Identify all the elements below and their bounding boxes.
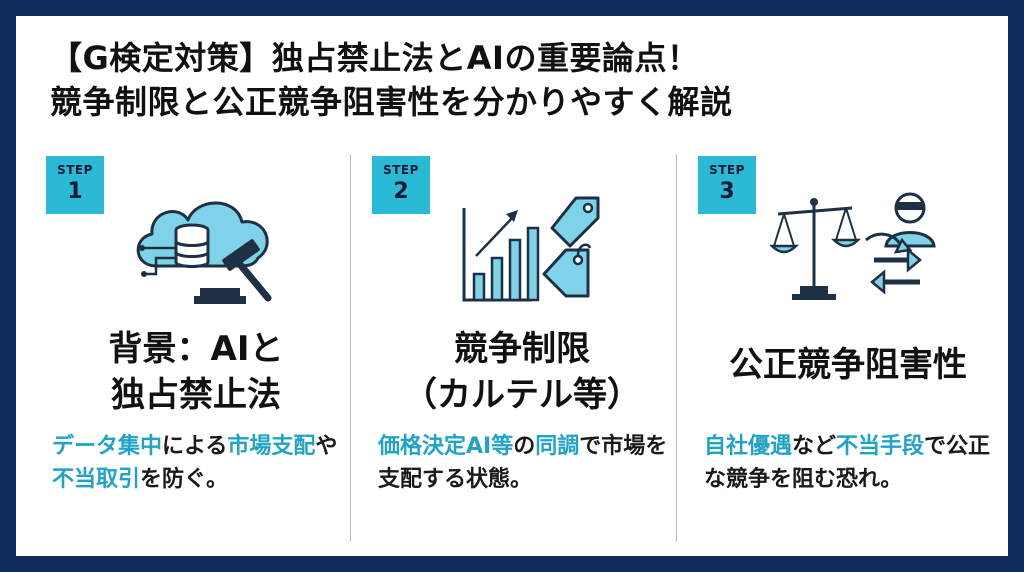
scales-arrows-masked-person-icon xyxy=(770,192,936,300)
desc-text: を防ぐ。 xyxy=(140,467,229,492)
step-3-column: STEP 3 公正競争阻害性 xyxy=(698,156,998,546)
desc-highlight: データ集中 xyxy=(52,434,163,459)
desc-highlight: 市場支配 xyxy=(227,434,316,459)
step-1-column: STEP 1 背景：AIと 独占禁止法 データ集中による市場支配や不当取引を防ぐ… xyxy=(46,156,346,546)
bar-chart-price-tags-icon xyxy=(462,196,600,302)
desc-highlight: 不当手段 xyxy=(836,434,925,459)
step-3-description: 自社優遇など不当手段で公正な競争を阻む恐れ。 xyxy=(704,430,994,496)
heading-line-1: 公正競争阻害性 xyxy=(729,345,967,385)
cloud-database-gavel-icon xyxy=(136,201,272,304)
step-1-heading: 背景：AIと 独占禁止法 xyxy=(46,326,346,418)
desc-highlight: 自社優遇 xyxy=(704,434,793,459)
desc-text: など xyxy=(792,434,837,459)
heading-line-2: （カルテル等） xyxy=(403,375,641,415)
heading-line-1: 競争制限 xyxy=(454,329,590,369)
title-line-2: 競争制限と公正競争阻害性を分かりやすく解説 xyxy=(50,83,733,121)
desc-text: の xyxy=(513,434,536,459)
desc-text: や xyxy=(315,434,338,459)
page-title: 【G検定対策】独占禁止法とAIの重要論点！ 競争制限と公正競争阻害性を分かりやす… xyxy=(50,36,733,124)
step-label: STEP xyxy=(57,163,93,177)
step-number: 2 xyxy=(393,179,409,204)
desc-highlight: 不当取引 xyxy=(52,467,141,492)
desc-highlight: 価格決定AI等 xyxy=(378,434,514,459)
step-1-badge: STEP 1 xyxy=(46,156,104,214)
desc-text: で公正な競争を阻む恐れ。 xyxy=(704,434,991,492)
column-divider xyxy=(350,154,351,542)
infographic-card: 【G検定対策】独占禁止法とAIの重要論点！ 競争制限と公正競争阻害性を分かりやす… xyxy=(16,16,1008,556)
step-number: 3 xyxy=(719,179,735,204)
desc-text: による xyxy=(162,434,228,459)
step-label: STEP xyxy=(709,163,745,177)
step-2-column: STEP 2 競争制限 （カルテル等） 価格決定AI等の同調で市場を支配する状態… xyxy=(372,156,672,546)
step-label: STEP xyxy=(383,163,419,177)
step-2-heading: 競争制限 （カルテル等） xyxy=(372,326,672,418)
heading-line-1: 背景：AIと xyxy=(108,329,284,369)
title-line-1: 【G検定対策】独占禁止法とAIの重要論点！ xyxy=(50,39,700,77)
column-divider xyxy=(676,154,677,542)
desc-highlight: 同調 xyxy=(535,434,580,459)
step-1-description: データ集中による市場支配や不当取引を防ぐ。 xyxy=(52,430,342,496)
step-3-badge: STEP 3 xyxy=(698,156,756,214)
step-2-badge: STEP 2 xyxy=(372,156,430,214)
step-number: 1 xyxy=(67,179,83,204)
step-2-description: 価格決定AI等の同調で市場を支配する状態。 xyxy=(378,430,668,496)
heading-line-2: 独占禁止法 xyxy=(111,375,281,415)
step-3-heading: 公正競争阻害性 xyxy=(698,342,998,388)
desc-text: で市場を支配する状態。 xyxy=(378,434,668,492)
